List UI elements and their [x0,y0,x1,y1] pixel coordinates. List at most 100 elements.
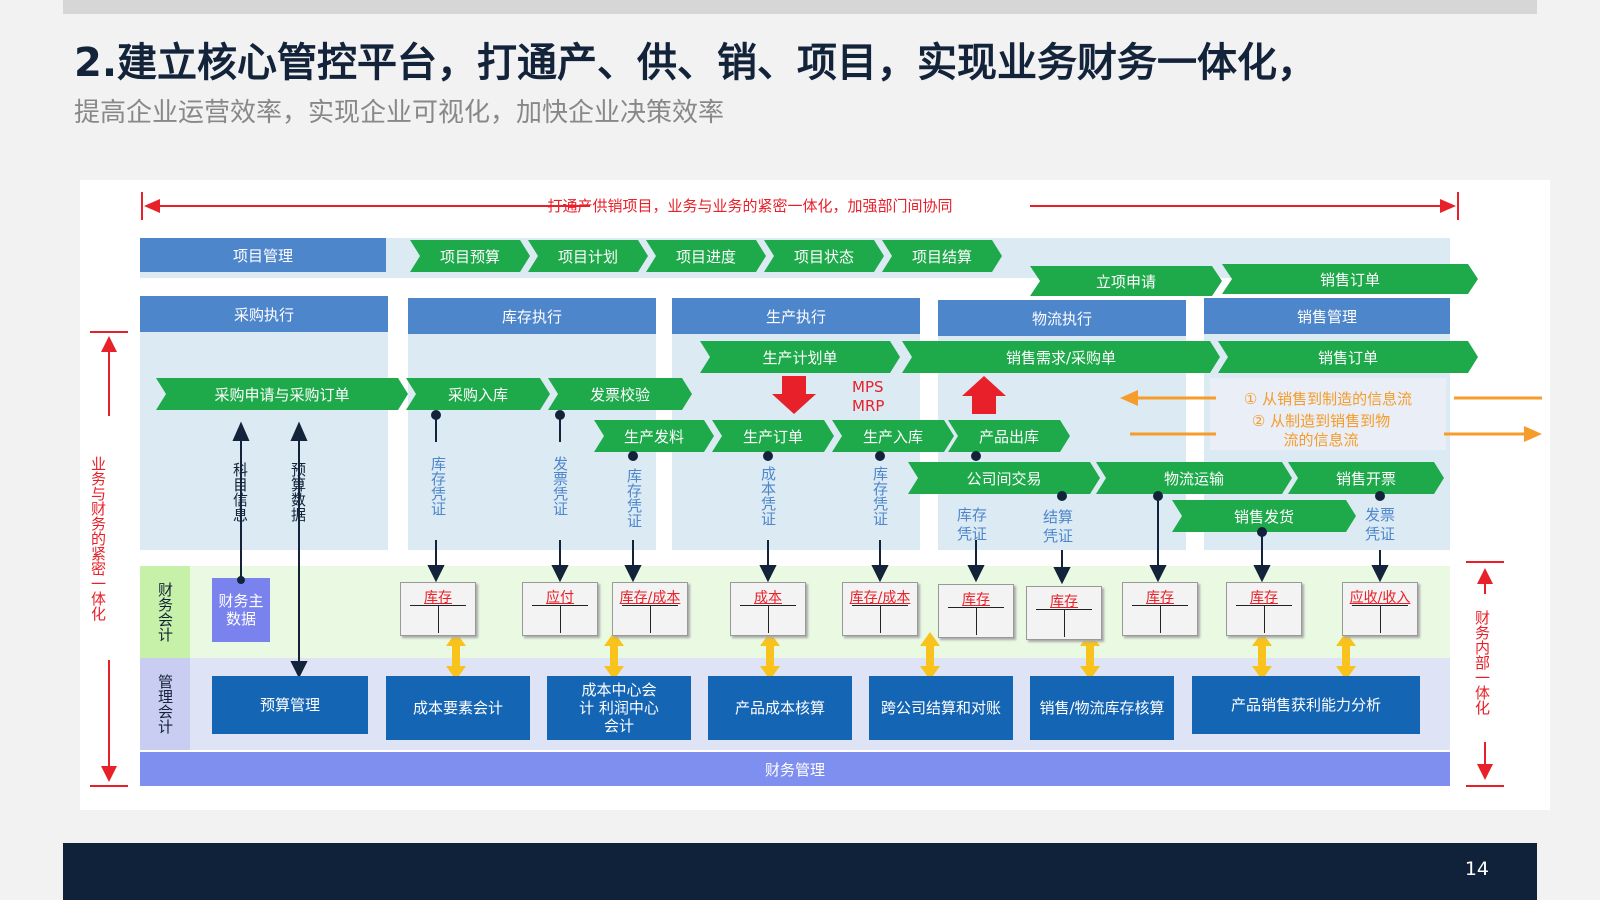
step-intercompany: 公司间交易 [908,462,1100,494]
step-sales-order: 销售订单 [1218,341,1478,373]
ledger-doc: 库存 [400,582,476,636]
ledger-doc: 应收/收入 [1342,582,1418,636]
ledger-line [1064,609,1065,637]
voucher-label-cost: 成本凭证 [759,466,777,526]
mgmt-box-cost-element: 成本要素会计 [386,676,530,740]
integration-diagram: 打通产供销项目，业务与业务的紧密一体化，加强部门间协同 项目管理 采购执行 库存… [80,180,1550,810]
top-bar [63,0,1537,14]
mps-label: MPS [852,378,884,396]
step-production-issue: 生产发料 [594,420,714,452]
master-data-box: 财务主数据 [212,578,270,642]
ledger-doc-label: 库存 [1146,590,1174,606]
step-purchase-receipt: 采购入库 [406,378,550,410]
ledger-line [560,605,561,633]
mgmt-box-budget: 预算管理 [212,676,368,734]
step-sales-invoice: 销售开票 [1288,462,1444,494]
sales-mgmt-header: 销售管理 [1204,298,1450,334]
ledger-line [1160,605,1161,633]
voucher-label-inventory-3: 库存凭证 [871,466,889,526]
finance-accounting-tab: 财务会计 [140,566,190,658]
top-arrow-label: 打通产供销项目，业务与业务的紧密一体化，加强部门间协同 [547,197,953,215]
ledger-doc: 库存 [1226,582,1302,636]
page-title: 2.建立核心管控平台，打通产、供、销、项目，实现业务财务一体化， [74,40,1318,86]
step-project-plan: 项目计划 [528,240,648,272]
ledger-doc-label: 库存 [424,590,452,606]
mgmt-box-profitability-analysis: 产品销售获利能力分析 [1192,676,1420,734]
step-purchase-request: 采购申请与采购订单 [156,378,408,410]
ledger-doc-label: 应付 [546,590,574,606]
left-vertical-arrow-icon [90,331,128,787]
management-accounting-tab: 管理会计 [140,658,190,750]
ledger-doc: 库存 [1122,582,1198,636]
step-project-progress: 项目进度 [646,240,766,272]
ledger-doc: 应付 [522,582,598,636]
step-project-settlement: 项目结算 [882,240,1002,272]
ledger-line [880,605,881,633]
page-subtitle: 提高企业运营效率，实现企业可视化，加快企业决策效率 [74,98,725,128]
ledger-doc: 库存 [938,584,1014,638]
orange-right-arrow-icon [1444,396,1542,442]
finance-mgmt-bar: 财务管理 [140,752,1450,786]
mgmt-box-product-cost: 产品成本核算 [708,676,852,740]
logistics-exec-header: 物流执行 [938,300,1186,336]
step-invoice-verification: 发票校验 [548,378,692,410]
mgmt-box-intercompany-settlement: 跨公司结算和对账 [869,676,1013,740]
purchase-exec-header: 采购执行 [140,296,388,332]
step-production-plan: 生产计划单 [700,341,900,373]
step-project-status: 项目状态 [764,240,884,272]
inventory-exec-header: 库存执行 [408,298,656,334]
up-red-arrow-icon [962,376,1006,414]
right-vertical-arrow-icon [1466,561,1504,787]
down-red-arrow-icon [772,376,816,414]
right-side-label: 财务内部一体化 [1473,610,1491,715]
left-side-label: 业务与财务的紧密一体化 [89,456,107,621]
mgmt-box-sales-logistics-inventory: 销售/物流库存核算 [1030,676,1174,740]
flow-note-box [1210,378,1446,450]
step-sales-delivery: 销售发货 [1172,500,1356,532]
ledger-doc-label: 库存/成本 [849,590,911,606]
orange-left-arrow-icon [1120,390,1216,436]
footer-bar: 14 [63,843,1537,900]
ledger-doc: 库存 [1026,586,1102,640]
voucher-label-inventory-4: 库存凭证 [956,506,987,543]
voucher-label-inventory-1: 库存凭证 [429,456,447,516]
step-product-outbound: 产品出库 [948,420,1070,452]
voucher-label-inventory-2: 库存凭证 [625,468,643,528]
ledger-doc-label: 库存 [1250,590,1278,606]
voucher-label-invoice-2: 发票凭证 [1364,506,1395,543]
step-project-budget: 项目预算 [410,240,530,272]
flow-note-2: ② 从制造到销售到物流的信息流 [1251,412,1391,449]
ledger-doc: 库存/成本 [842,582,918,636]
mrp-label: MRP [852,397,885,415]
ledger-doc-label: 成本 [754,590,782,606]
ledger-line [650,605,651,633]
step-sales-demand: 销售需求/采购单 [902,341,1220,373]
ledger-doc-label: 库存/成本 [619,590,681,606]
flow-note-1: ① 从销售到制造的信息流 [1243,390,1413,408]
purchase-column [140,330,388,550]
ledger-doc-label: 库存 [962,592,990,608]
ledger-line [1264,605,1265,633]
step-production-receipt: 生产入库 [832,420,954,452]
step-sales-order-top: 销售订单 [1222,264,1478,294]
connector-arrows [232,410,1389,680]
top-span-arrow-icon [141,192,1459,220]
finance-accounting-label: 财务会计 [156,582,174,642]
step-logistics-transport: 物流运输 [1096,462,1292,494]
ledger-line [1380,605,1381,633]
mgmt-box-cost-profit-center: 成本中心会计 利润中心会计 [547,676,691,740]
ledger-line [976,607,977,635]
project-mgmt-header: 项目管理 [140,238,386,272]
ledger-doc-label: 库存 [1050,594,1078,610]
ledger-line [438,605,439,633]
step-production-order: 生产订单 [712,420,834,452]
page-number: 14 [1464,858,1489,880]
ledger-line [768,605,769,633]
voucher-label-invoice-1: 发票凭证 [551,456,569,516]
ledger-doc: 成本 [730,582,806,636]
production-exec-header: 生产执行 [672,298,920,334]
ledger-doc-label: 应收/收入 [1349,590,1411,606]
ledger-doc: 库存/成本 [612,582,688,636]
voucher-label-settlement: 结算凭证 [1042,508,1073,545]
management-accounting-label: 管理会计 [156,674,174,734]
